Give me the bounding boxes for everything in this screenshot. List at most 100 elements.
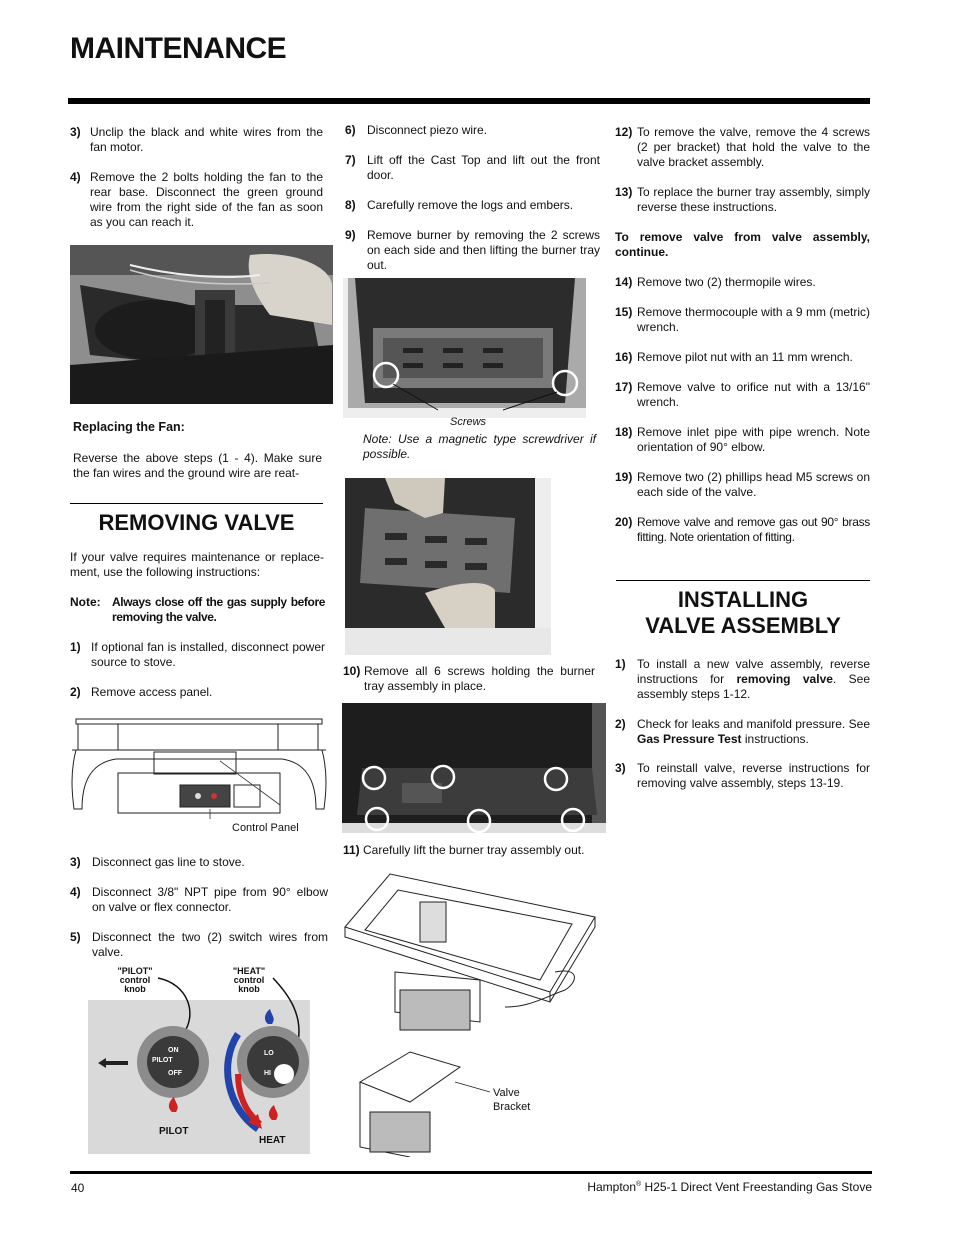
control-panel-caption: Control Panel — [232, 822, 299, 834]
knob-lo-text: LO — [264, 1050, 274, 1057]
list-item: 4) Disconnect 3/8" NPT pipe from 90° elb… — [70, 885, 328, 915]
step-text: Remove valve and remove gas out 90° bras… — [637, 515, 870, 544]
step-text: Remove all 6 screws holding the burner t… — [364, 664, 595, 693]
installing-heading: INSTALLING VALVE ASSEMBLY — [616, 587, 870, 639]
page-number: 40 — [71, 1181, 85, 1195]
step-number: 5) — [70, 930, 81, 944]
list-item: 9) Remove burner by removing the 2 screw… — [345, 228, 600, 273]
step-number: 18) — [615, 425, 633, 439]
heat-knob-label: "HEAT" control knob — [232, 966, 266, 994]
step-number: 3) — [70, 125, 81, 139]
removing-valve-heading: REMOVING VALVE — [98, 510, 295, 535]
footer-brand: Hampton — [587, 1180, 637, 1194]
step-text-end: . See assembly steps 1-12. — [637, 672, 870, 701]
list-item: 19) Remove two (2) phillips head M5 scre… — [615, 470, 870, 500]
installing-heading-line1: INSTALLING — [677, 587, 809, 612]
step-number: 4) — [70, 170, 81, 184]
heat-text: HEAT — [259, 1135, 286, 1146]
step-number: 4) — [70, 885, 81, 899]
step-number: 1) — [615, 657, 626, 671]
step-text: Remove access panel. — [91, 685, 213, 699]
list-item: 4) Remove the 2 bolts holding the fan to… — [70, 170, 323, 230]
list-item: 6) Disconnect piezo wire. — [345, 123, 600, 138]
lifting-burner-photo — [345, 478, 551, 655]
six-screws-photo — [342, 703, 606, 834]
step-number: 3) — [70, 855, 81, 869]
step-text: Disconnect 3/8" NPT pipe from 90° elbow … — [92, 885, 328, 914]
step-text: To replace the burner tray assembly, sim… — [637, 185, 870, 214]
step-number: 11) — [343, 843, 360, 857]
footer-product-name: H25-1 Direct Vent Freestanding Gas Stove — [641, 1180, 872, 1194]
step-text: Remove pilot nut with an 11 mm wrench. — [637, 350, 853, 364]
list-item: 11) Carefully lift the burner tray assem… — [343, 843, 603, 858]
step-number: 8) — [345, 198, 356, 212]
top-rule — [68, 98, 870, 104]
step-number: 13) — [615, 185, 633, 199]
footer-product: Hampton® H25-1 Direct Vent Freestanding … — [587, 1180, 872, 1194]
replacing-fan-heading: Replacing the Fan: — [73, 420, 185, 434]
list-item: 7) Lift off the Cast Top and lift out th… — [345, 153, 600, 183]
step-number: 19) — [615, 470, 633, 484]
list-item: 20) Remove valve and remove gas out 90° … — [615, 515, 870, 545]
step-number: 14) — [615, 275, 633, 289]
step-number: 3) — [615, 761, 626, 775]
step-text: Remove the 2 bolts holding the fan to th… — [90, 170, 323, 229]
pilot-text: PILOT — [159, 1126, 189, 1137]
step-text: Remove two (2) phillips head M5 screws o… — [637, 470, 870, 499]
list-item: 3) To reinstall valve, reverse instructi… — [615, 761, 870, 791]
step-text-bold: Gas Pressure Test — [637, 732, 742, 746]
step-text: Carefully lift the burner tray assembly … — [363, 843, 585, 857]
step-number: 6) — [345, 123, 356, 137]
step-text-bold: removing valve — [736, 672, 833, 686]
step-text: Disconnect piezo wire. — [367, 123, 488, 137]
note-label: Note: — [70, 595, 101, 609]
control-knobs-diagram: "PILOT" control knob "HEAT" control knob… — [88, 964, 310, 1154]
list-item: 3) Disconnect gas line to stove. — [70, 855, 328, 870]
burner-screws-photo — [343, 278, 586, 418]
replacing-fan-text: Reverse the above steps (1 - 4). Make su… — [73, 451, 322, 480]
step-text: Remove two (2) thermopile wires. — [637, 275, 816, 289]
step-text: To install a new valve assembly, reverse… — [637, 657, 870, 686]
step-text: Lift off the Cast Top and lift out the f… — [367, 153, 600, 182]
list-item: 1) To install a new valve assembly, reve… — [615, 657, 870, 702]
step-number: 2) — [70, 685, 81, 699]
step-text: To remove the valve, remove the 4 screws… — [637, 125, 870, 169]
bottom-rule — [70, 1171, 872, 1174]
step-text: Remove inlet pipe with pipe wrench. Note… — [637, 425, 870, 454]
step-number: 20) — [615, 515, 633, 529]
control-panel-diagram: Control Panel — [70, 713, 328, 835]
screws-caption: Screws — [450, 416, 487, 428]
step-text: Unclip the black and white wires from th… — [90, 125, 323, 154]
step-number: 7) — [345, 153, 356, 167]
list-item: 12) To remove the valve, remove the 4 sc… — [615, 125, 870, 170]
knob-pilot-text: PILOT — [152, 1057, 173, 1064]
step-number: 10) — [343, 664, 361, 678]
step-number: 15) — [615, 305, 633, 319]
step-text-end: instructions. — [741, 732, 809, 746]
list-item: 10) Remove all 6 screws holding the burn… — [343, 664, 595, 694]
screws-note: Note: Use a magnetic type screwdriver if… — [363, 432, 596, 461]
step-number: 17) — [615, 380, 633, 394]
footer-reg-mark: ® — [636, 1181, 642, 1188]
step-text: Disconnect the two (2) switch wires from… — [92, 930, 328, 959]
list-item: 13) To replace the burner tray assembly,… — [615, 185, 870, 215]
valve-bracket-caption: Valve Bracket — [493, 1087, 531, 1113]
page-title: MAINTENANCE — [70, 32, 287, 65]
pilot-knob-label: "PILOT" control knob — [117, 966, 153, 994]
step-text: Carefully remove the logs and embers. — [367, 198, 574, 212]
step-text: Remove thermocouple with a 9 mm (metric)… — [637, 305, 870, 334]
step-text: Remove valve to orifice nut with a 13/16… — [637, 380, 870, 409]
knob-hi-text: HI — [264, 1070, 271, 1077]
removing-valve-intro: If your valve requires maintenance or re… — [70, 550, 324, 579]
list-item: 5) Disconnect the two (2) switch wires f… — [70, 930, 328, 960]
installing-heading-line2: VALVE ASSEMBLY — [645, 613, 841, 638]
list-item: 1) If optional fan is installed, disconn… — [70, 640, 325, 670]
step-text: Check for leaks and manifold pressure. S… — [637, 717, 870, 731]
list-item: 2) Check for leaks and manifold pressure… — [615, 717, 870, 747]
step-text: To reinstall valve, reverse instructions… — [637, 761, 870, 790]
list-item: 16) Remove pilot nut with an 11 mm wrenc… — [615, 350, 870, 365]
step-text: Remove burner by removing the 2 screws o… — [367, 228, 600, 272]
step-number: 1) — [70, 640, 81, 654]
continue-instruction: To remove valve from valve assembly, con… — [615, 230, 870, 259]
step-number: 2) — [615, 717, 626, 731]
